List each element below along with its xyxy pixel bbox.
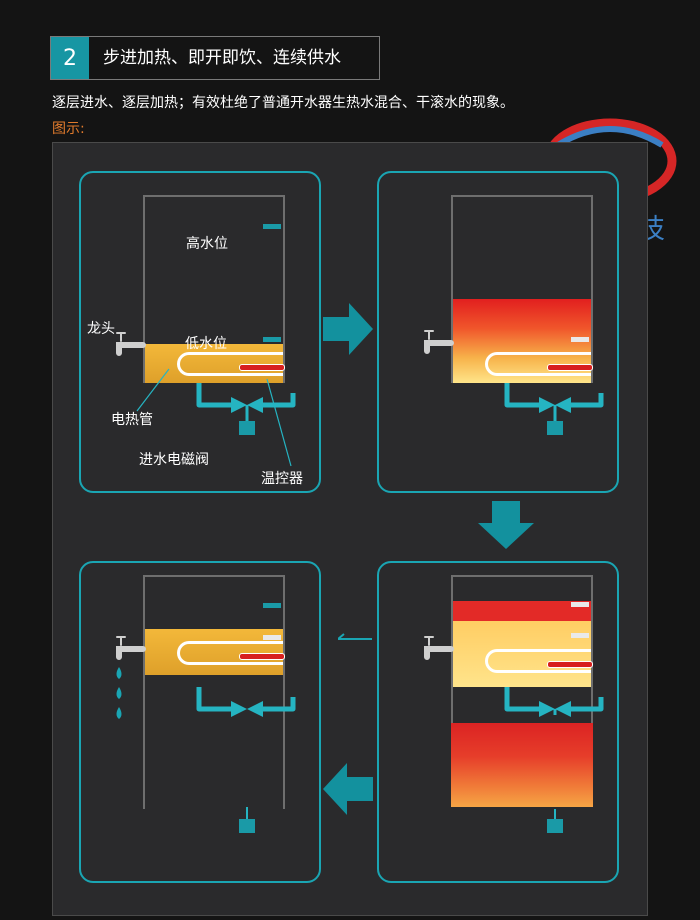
- faucet-icon: [116, 332, 146, 356]
- high-level-sensor: [571, 602, 589, 607]
- figure-label: 图示:: [52, 121, 85, 137]
- high-level-sensor: [263, 224, 281, 229]
- low-level-sensor: [263, 337, 281, 342]
- panel-step-2: [377, 171, 619, 493]
- arrow-left-icon: [323, 763, 373, 815]
- water-drop-icon: [116, 667, 122, 719]
- label-low-level: 低水位: [185, 336, 227, 352]
- step-2-fittings: [424, 330, 604, 435]
- section-description: 逐层进水、逐层加热；有效杜绝了普通开水器生热水混合、干滚水的现象。: [52, 95, 514, 111]
- water-tank: [451, 195, 593, 383]
- low-level-sensor: [263, 635, 281, 640]
- water-tank: [451, 575, 593, 765]
- label-thermostat: 温控器: [261, 471, 303, 487]
- water-tank: [143, 575, 285, 765]
- section-number: 2: [51, 37, 89, 79]
- step-3-fittings: [424, 636, 604, 833]
- high-level-sensor: [263, 603, 281, 608]
- water-layer-warm: [453, 621, 591, 687]
- heating-rod: [239, 364, 285, 371]
- heating-coil: [485, 649, 591, 673]
- inlet-pipe-icon: [196, 687, 296, 712]
- hot-water-reservoir: [451, 723, 593, 807]
- section-header: 2 步进加热、即开即饮、连续供水: [50, 36, 380, 80]
- low-level-sensor: [571, 337, 589, 342]
- heating-diagram: 高水位 低水位 龙头 电热管 进水电磁阀 温控器: [52, 142, 648, 916]
- label-faucet: 龙头: [87, 321, 115, 337]
- panel-step-4: [79, 561, 321, 883]
- arrow-down-icon: [478, 501, 534, 549]
- label-heating-tube: 电热管: [111, 412, 153, 428]
- water-layer-hot: [453, 601, 591, 621]
- heating-coil: [485, 352, 591, 376]
- label-high-level: 高水位: [186, 236, 228, 252]
- inlet-pipe-icon: [196, 383, 296, 408]
- connector-mark: [338, 633, 372, 640]
- step-1-fittings: [116, 332, 296, 467]
- panel-step-1: 高水位 低水位 龙头 电热管 进水电磁阀 温控器: [79, 171, 321, 493]
- water-tank: [143, 195, 285, 383]
- solenoid-valve-icon: [231, 397, 263, 435]
- heating-coil: [177, 641, 283, 665]
- faucet-icon: [424, 330, 454, 354]
- solenoid-valve-icon: [231, 701, 263, 833]
- lower-tank-outline: [143, 723, 285, 809]
- heating-rod: [547, 661, 593, 668]
- heating-rod: [239, 653, 285, 660]
- water-layer-warm: [145, 344, 283, 383]
- faucet-icon: [424, 636, 454, 660]
- low-level-sensor: [571, 633, 589, 638]
- section-title: 步进加热、即开即饮、连续供水: [103, 48, 341, 68]
- inlet-pipe-icon: [504, 687, 604, 712]
- solenoid-valve-icon: [539, 397, 571, 435]
- arrow-right-icon: [323, 303, 373, 355]
- water-layer-warm: [145, 629, 283, 675]
- faucet-icon: [116, 636, 146, 660]
- heating-rod: [547, 364, 593, 371]
- panel-step-3: [377, 561, 619, 883]
- callout-lines: [136, 368, 292, 467]
- heating-coil: [177, 352, 283, 376]
- label-inlet-valve: 进水电磁阀: [139, 452, 209, 468]
- solenoid-valve-icon: [539, 701, 571, 833]
- step-4-fittings: [116, 636, 296, 833]
- inlet-pipe-icon: [504, 383, 604, 408]
